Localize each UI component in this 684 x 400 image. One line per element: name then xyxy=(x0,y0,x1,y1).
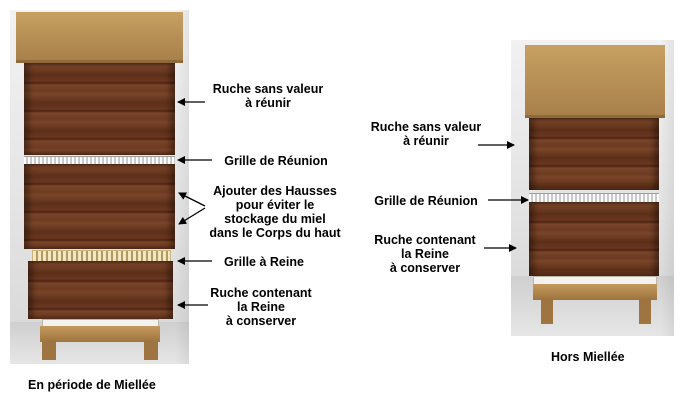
label-line: à conserver xyxy=(225,314,297,328)
hive-photo-hors-miellee xyxy=(511,40,674,336)
label-line: Ruche contenant xyxy=(374,233,476,247)
label-line: Ajouter des Hausses xyxy=(213,184,337,198)
hive-leg-left xyxy=(42,340,56,360)
label-ajouter-hausses: Ajouter des Hausses pour éviter le stock… xyxy=(203,184,347,240)
caption-miellee: En période de Miellée xyxy=(28,378,156,392)
hive-leg-right xyxy=(639,298,651,324)
label-line: à conserver xyxy=(389,261,461,275)
label-line: Ruche sans valeur xyxy=(212,82,324,96)
caption-hors-miellee: Hors Miellée xyxy=(551,350,625,364)
hive-body-upper xyxy=(24,63,175,155)
label-line: à réunir xyxy=(403,134,449,148)
label-ruche-contenant-right: Ruche contenant la Reine à conserver xyxy=(370,233,480,275)
label-grille-reunion-left: Grille de Réunion xyxy=(214,154,338,168)
hive-base xyxy=(40,326,160,342)
label-ruche-contenant-left: Ruche contenant la Reine à conserver xyxy=(206,286,316,328)
hive-leg-left xyxy=(541,298,553,324)
hive-base xyxy=(533,284,657,300)
label-ruche-sans-valeur-right: Ruche sans valeur à réunir xyxy=(364,120,488,148)
label-line: pour éviter le xyxy=(235,198,315,212)
hive-body-upper xyxy=(529,118,659,190)
arrow-hausses-1 xyxy=(178,192,206,207)
hive-photo-miellee xyxy=(10,10,189,364)
label-grille-reunion-right: Grille de Réunion xyxy=(364,194,488,208)
label-line: stockage du miel xyxy=(224,212,326,226)
label-grille-reine: Grille à Reine xyxy=(214,255,314,269)
label-line: Grille de Réunion xyxy=(374,194,478,208)
hive-leg-right xyxy=(144,340,158,360)
label-ruche-sans-valeur-left: Ruche sans valeur à réunir xyxy=(206,82,330,110)
label-line: Grille de Réunion xyxy=(224,154,328,168)
arrow-hausses-2 xyxy=(178,207,206,225)
hive-body-lower xyxy=(529,202,659,276)
hive-lid xyxy=(16,12,183,63)
label-line: la Reine xyxy=(237,300,285,314)
label-line: Ruche sans valeur xyxy=(370,120,482,134)
label-line: Ruche contenant xyxy=(210,286,312,300)
label-line: dans le Corps du haut xyxy=(209,226,341,240)
label-line: à réunir xyxy=(245,96,291,110)
label-line: la Reine xyxy=(401,247,449,261)
label-line: Grille à Reine xyxy=(224,255,304,269)
hive-lid xyxy=(525,45,665,118)
hive-body-lower xyxy=(28,261,173,319)
hausses-visual xyxy=(24,164,175,249)
